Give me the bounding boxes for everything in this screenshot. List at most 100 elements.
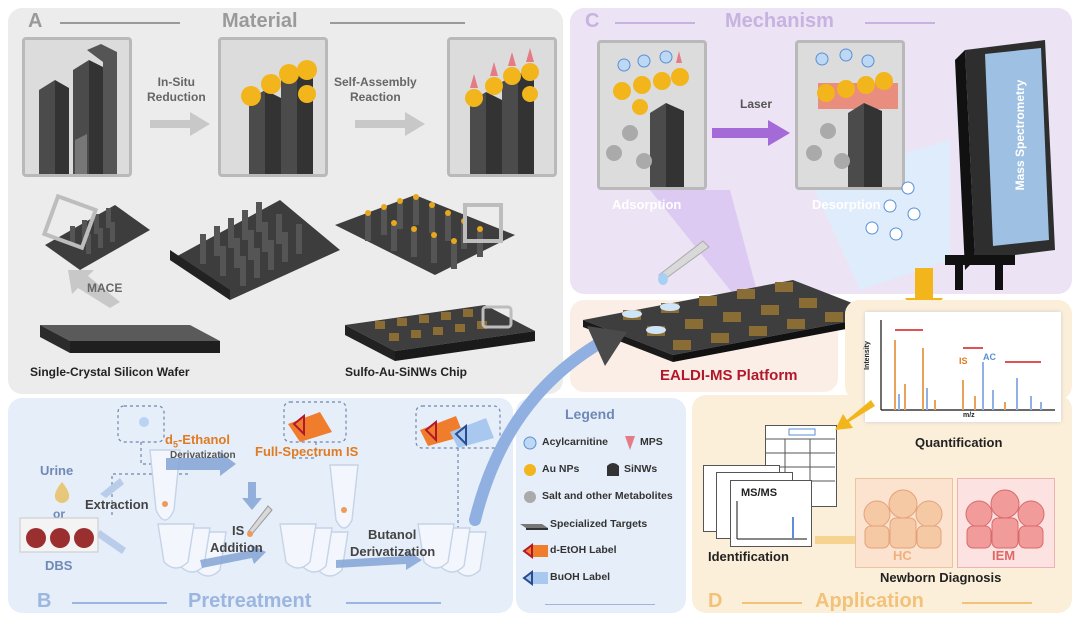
nanowire-frame-au — [218, 37, 328, 177]
adsorption-frame — [597, 40, 707, 190]
sulfo-chip — [345, 305, 535, 361]
nanowire-frame-sulfo — [447, 37, 557, 177]
arrow-self-assembly — [355, 112, 425, 136]
panel-c-title: Mechanism — [725, 10, 834, 32]
hc-label: HC — [893, 548, 912, 563]
quantification-spectrum: IS AC Intensity m/z — [863, 312, 1061, 422]
ion-cloud — [865, 181, 921, 241]
step-in-situ-label: In-Situ Reduction — [147, 75, 206, 105]
msms-label: MS/MS — [741, 487, 778, 499]
hc-babies — [863, 489, 943, 549]
sinw-icon — [607, 463, 619, 476]
ethanol-label: d5-Ethanol — [165, 432, 230, 450]
legend-rule — [545, 604, 655, 605]
ethanol-suffix: -Ethanol — [177, 432, 230, 447]
iem-label: IEM — [992, 548, 1016, 563]
legend-buoh: BuOH Label — [550, 571, 611, 583]
desorption-frame — [795, 40, 905, 190]
nanowire-array-small — [41, 193, 150, 270]
ethanol-sub: 5 — [172, 439, 178, 450]
label-mini-detoh — [288, 412, 332, 442]
urine-drop-icon — [54, 482, 70, 503]
au-np-icon — [524, 464, 536, 476]
au-nanowire-array — [335, 194, 515, 275]
ethanol-derivatization-label: Derivatization — [170, 450, 236, 461]
ethanol-prefix: d — [165, 432, 173, 447]
desorption-label: Desorption — [812, 197, 881, 212]
legend-targets: Specialized Targets — [550, 518, 648, 530]
panel-d-letter: D — [708, 590, 723, 612]
panel-b-title: Pretreatment — [188, 590, 312, 612]
panel-c-letter: C — [585, 10, 600, 32]
step-self-assembly-text: Self-Assembly Reaction — [334, 75, 417, 104]
mps-icon — [625, 436, 635, 450]
detoh-icon — [522, 543, 548, 559]
is-pipette-icon — [247, 505, 273, 537]
iem-babies — [965, 489, 1045, 549]
mass-spectrometer — [945, 40, 1055, 290]
adsorption-label: Adsorption — [612, 197, 682, 212]
buoh-icon — [522, 570, 548, 586]
panel-b-letter: B — [37, 590, 52, 612]
nanowire-frame-bare — [22, 37, 132, 177]
msms-card-front: MS/MS — [730, 480, 812, 547]
laser-arrow — [712, 120, 790, 146]
legend-acylcarnitine: Acylcarnitine — [542, 436, 608, 448]
legend-title: Legend — [565, 406, 615, 422]
msms-plot — [736, 501, 807, 540]
laser-label: Laser — [740, 97, 773, 111]
panel-d-rule-right — [962, 602, 1032, 604]
arrow-mace — [68, 270, 120, 308]
panel-b-rule-left — [72, 602, 167, 604]
sulfo-nanowire-illustration — [465, 48, 539, 174]
addition-label: Addition — [210, 540, 263, 555]
panel-b-rule-right — [346, 602, 441, 604]
legend-detoh: d-EtOH Label — [550, 544, 617, 556]
panel-a-rule-left — [60, 22, 180, 24]
panel-c-rule-right — [865, 22, 935, 24]
adsorption-illustration — [606, 50, 689, 187]
spectrum-ylabel: Intensity — [863, 341, 871, 370]
step-in-situ-text: In-Situ Reduction — [147, 75, 206, 104]
target-icon — [520, 524, 548, 530]
spectrum-plot — [880, 320, 1055, 411]
pretreatment-arrows — [96, 452, 422, 570]
instrument-label: Mass Spectrometry — [1013, 79, 1027, 191]
tube-mini-1 — [139, 417, 149, 427]
identification-label: Identification — [708, 549, 789, 564]
au-nanowire-illustration — [241, 60, 317, 174]
extraction-label: Extraction — [85, 497, 149, 512]
wafer-label: Single-Crystal Silicon Wafer — [30, 365, 190, 379]
desorption-illustration — [806, 48, 898, 187]
dbs-label: DBS — [45, 558, 73, 573]
platform-label: EALDI-MS Platform — [660, 367, 798, 384]
full-spectrum-label: Full-Spectrum IS — [255, 444, 359, 459]
panel-a-title: Material — [222, 10, 298, 32]
urine-label: Urine — [40, 463, 74, 478]
legend-mps: MPS — [640, 436, 663, 448]
spectrum-ac-label: AC — [983, 352, 996, 362]
arrow-quant-to-ident — [835, 400, 875, 430]
panel-d-rule-left — [742, 602, 802, 604]
nanowire-array-left — [170, 200, 340, 300]
silicon-wafer — [40, 325, 220, 353]
panel-c-rule-left — [615, 22, 695, 24]
chip-label: Sulfo-Au-SiNWs Chip — [345, 365, 467, 379]
tubes-group — [149, 449, 487, 577]
acylcarnitine-icon — [523, 436, 537, 450]
legend-list: Acylcarnitine MPS Au NPs SiNWs Salt and … — [520, 430, 685, 600]
is-label: IS — [232, 523, 245, 538]
spectrum-xlabel: m/z — [963, 412, 975, 419]
label-mini-buoh — [420, 416, 494, 448]
arrow-in-situ — [150, 112, 210, 136]
panel-a-rule-right — [330, 22, 465, 24]
spectrum-is-label: IS — [959, 356, 968, 366]
mace-label: MACE — [87, 281, 123, 295]
salt-icon — [524, 491, 536, 503]
legend-au: Au NPs — [542, 463, 580, 475]
legend-salt: Salt and other Metabolites — [542, 490, 673, 502]
newborn-label: Newborn Diagnosis — [880, 570, 1002, 585]
butanol-derivatization-label: Derivatization — [350, 544, 436, 559]
arrow-ident-to-diagnosis — [815, 530, 873, 550]
arrow-to-platform — [469, 326, 627, 526]
